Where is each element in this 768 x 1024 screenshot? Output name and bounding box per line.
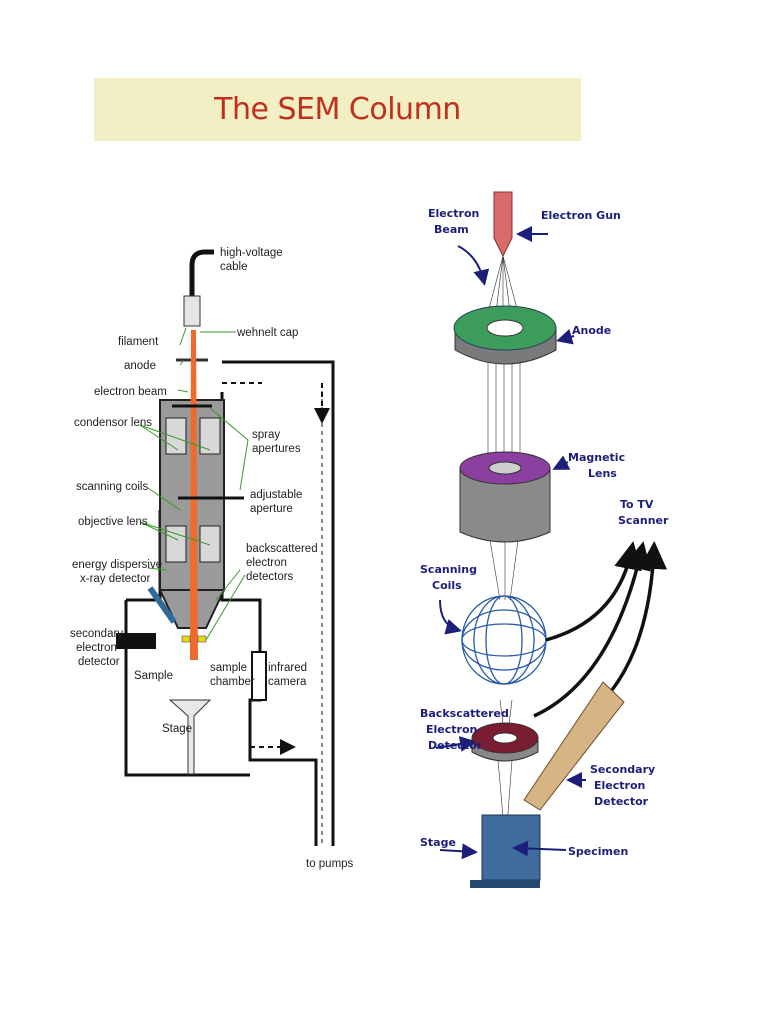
label-spray: spray <box>252 429 280 441</box>
magnetic-lens-hole <box>488 461 522 475</box>
title-banner: The SEM Column <box>94 78 581 141</box>
label-chamber: chamber <box>210 676 255 688</box>
label-stage: Stage <box>162 723 192 735</box>
label-sample-chamber: sample <box>210 662 247 674</box>
bse-detector-shape <box>197 635 207 643</box>
anode-ring-hole <box>486 319 524 337</box>
stage-block <box>481 814 541 881</box>
label-wehnelt-cap: wehnelt cap <box>236 327 298 339</box>
slide-title: The SEM Column <box>214 92 461 127</box>
signal-arrows <box>533 541 668 718</box>
label-scanning-coils: scanning coils <box>76 481 148 493</box>
label-camera: camera <box>268 676 307 688</box>
label-secondary-electron: electron <box>76 642 117 654</box>
label-bse-detectors: detectors <box>246 571 294 583</box>
secondary-detector-cone <box>523 681 625 811</box>
label-secondary-detector-3d: Detector <box>594 795 649 808</box>
label-scanning: Scanning <box>420 563 477 576</box>
label-backscattered: backscattered <box>246 543 318 555</box>
bse-detector-hole <box>492 732 518 744</box>
label-magnetic: Magnetic <box>568 451 625 464</box>
bse-detector-shape <box>181 635 191 643</box>
label-aperture: aperture <box>250 503 293 515</box>
sem-schematic-diagram: high-voltage cable filament wehnelt cap … <box>70 247 354 870</box>
electron-gun-shape <box>493 191 513 258</box>
objective-lens-shape <box>199 525 221 563</box>
stage-block-base <box>470 880 540 888</box>
label-electron-beam: electron beam <box>94 386 167 398</box>
label-electron-gun: Electron Gun <box>541 209 621 222</box>
scanning-coils-shape <box>461 595 547 685</box>
label-bse-electron-3d: Electron <box>426 723 477 736</box>
label-condensor-lens: condensor lens <box>74 417 152 429</box>
eds-detector <box>147 586 177 624</box>
label-lens: Lens <box>588 467 617 480</box>
label-anode-3d: Anode <box>572 324 611 337</box>
stage-shape <box>168 699 212 775</box>
condenser-lens-shape <box>199 417 221 455</box>
label-to-tv: To TV <box>620 498 654 511</box>
infrared-camera-shape <box>251 651 267 701</box>
electron-beam-path <box>190 330 198 660</box>
label-sample: Sample <box>134 670 173 682</box>
vacuum-housing-outline <box>124 360 335 846</box>
label-hv-cable: high-voltage <box>220 247 283 259</box>
label-apertures: apertures <box>252 443 301 455</box>
label-bse-detector-3d: Detector <box>428 739 483 752</box>
secondary-detector-shape <box>116 633 156 649</box>
label-energy-dispersive: energy dispersive <box>72 559 162 571</box>
label-backscattered-3d: Backscattered <box>420 707 509 720</box>
electron-gun-body <box>183 295 201 327</box>
label-specimen: Specimen <box>568 845 628 858</box>
label-pointers <box>435 226 586 860</box>
label-stage-3d: Stage <box>420 836 456 849</box>
label-secondary-detector: detector <box>78 656 120 668</box>
label-secondary-3d: Secondary <box>590 763 655 776</box>
label-coils: Coils <box>432 579 462 592</box>
label-infrared: infrared <box>268 662 307 674</box>
label-filament: filament <box>118 336 159 348</box>
sem-3d-diagram: Electron Beam Electron Gun Anode Magneti… <box>420 191 669 888</box>
label-beam: Beam <box>434 223 469 236</box>
pump-flow-arrow <box>222 382 322 420</box>
label-adjustable: adjustable <box>250 489 302 501</box>
label-electron: Electron <box>428 207 479 220</box>
label-scanner: Scanner <box>618 514 669 527</box>
label-objective-lens: objective lens <box>78 516 148 528</box>
magnetic-lens-side <box>459 467 551 543</box>
label-secondary-electron-3d: Electron <box>594 779 645 792</box>
label-anode: anode <box>124 360 156 372</box>
label-secondary: secondary <box>70 628 123 640</box>
label-to-pumps: to pumps <box>306 858 354 870</box>
high-voltage-cable <box>189 249 214 296</box>
label-bse-electron: electron <box>246 557 287 569</box>
label-leaders <box>139 327 249 641</box>
label-xray-detector: x-ray detector <box>80 573 150 585</box>
label-hv-cable-2: cable <box>220 261 248 273</box>
